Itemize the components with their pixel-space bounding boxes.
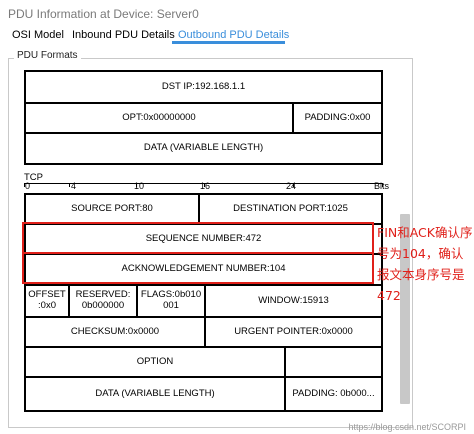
tcp-window-field: WINDOW:15913 xyxy=(204,284,383,318)
active-tab-indicator xyxy=(172,41,285,44)
tcp-offset-field: OFFSET :0x0 xyxy=(24,284,70,318)
vertical-scrollbar[interactable] xyxy=(400,214,410,404)
ruler-tick xyxy=(69,183,70,187)
bits-ruler xyxy=(24,183,383,184)
tab-inbound-pdu-details[interactable]: Inbound PDU Details xyxy=(72,29,175,41)
tcp-data-field: DATA (VARIABLE LENGTH) xyxy=(24,376,286,412)
title-bar: PDU Information at Device: Server0 xyxy=(0,0,474,26)
ruler-tick xyxy=(24,183,25,187)
pdu-formats-label: PDU Formats xyxy=(14,50,81,61)
ruler-num-10: 10 xyxy=(134,181,145,191)
ruler-tick xyxy=(382,183,383,187)
tcp-option-field: OPTION xyxy=(24,346,286,378)
ip-padding-field: PADDING:0x00 xyxy=(292,102,383,134)
tab-outbound-pdu-details[interactable]: Outbound PDU Details xyxy=(178,29,290,41)
ruler-num-16: 16 xyxy=(200,181,211,191)
ruler-num-24: 24 xyxy=(286,181,297,191)
window-title: PDU Information at Device: Server0 xyxy=(8,7,199,21)
tcp-destination-port-field: DESTINATION PORT:1025 xyxy=(198,193,383,225)
ip-opt-field: OPT:0x00000000 xyxy=(24,102,294,134)
tcp-option-padding-field xyxy=(284,346,383,378)
tcp-checksum-field: CHECKSUM:0x0000 xyxy=(24,316,206,348)
pdu-scroll-area[interactable]: DST IP:192.168.1.1 OPT:0x00000000 PADDIN… xyxy=(12,68,400,424)
annotation-note: FIN和ACK确认序号为104，确认报文本身序号是472 xyxy=(377,225,473,303)
ruler-tick xyxy=(204,183,205,187)
tcp-padding-field: PADDING: 0b000... xyxy=(284,376,383,412)
ruler-num-4: 4 xyxy=(71,181,77,191)
pdu-formats-group xyxy=(8,58,413,428)
tcp-reserved-field: RESERVED: 0b000000 xyxy=(68,284,138,318)
ruler-num-0: 0 xyxy=(25,181,31,191)
tcp-source-port-field: SOURCE PORT:80 xyxy=(24,193,200,225)
tcp-urgent-pointer-field: URGENT POINTER:0x0000 xyxy=(204,316,383,348)
ip-dst-ip-field: DST IP:192.168.1.1 xyxy=(24,70,383,104)
ip-data-field: DATA (VARIABLE LENGTH) xyxy=(24,132,383,165)
annotation-highlight-divider xyxy=(22,252,374,254)
ruler-num-bits: Bits xyxy=(374,181,390,191)
ruler-tick xyxy=(136,183,137,187)
ruler-tick xyxy=(293,183,294,187)
tcp-label: TCP xyxy=(24,172,43,183)
tab-bar: OSI Model Inbound PDU Details Outbound P… xyxy=(0,26,474,46)
tcp-flags-field: FLAGS:0b010 001 xyxy=(136,284,206,318)
watermark: https://blog.csdn.net/SCORPI xyxy=(348,422,466,432)
tab-osi-model[interactable]: OSI Model xyxy=(12,29,64,41)
